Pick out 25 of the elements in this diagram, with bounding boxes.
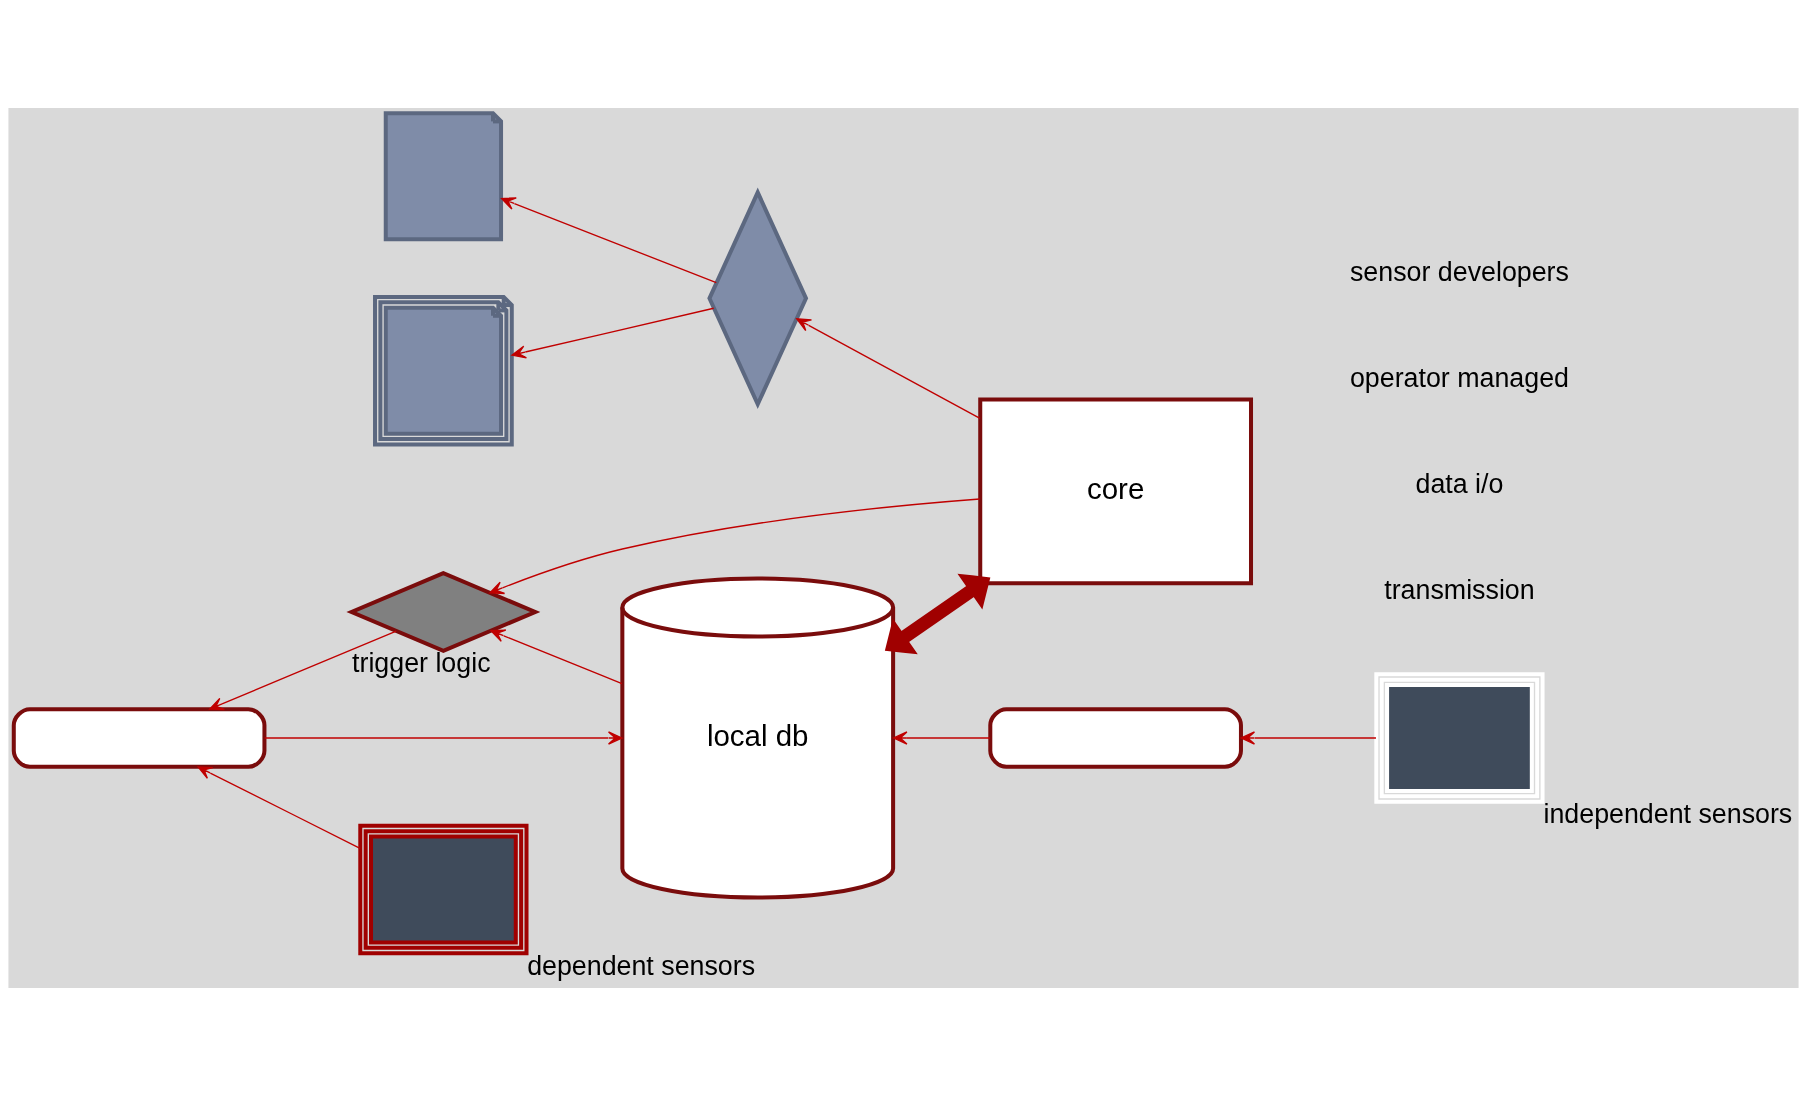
node-diamond — [346, 570, 541, 654]
label: transmission — [1384, 574, 1535, 605]
arrow — [884, 573, 991, 655]
node-box — [1374, 672, 1545, 804]
arrow — [1240, 731, 1377, 745]
arrow — [511, 307, 715, 359]
label: sensor developers — [1349, 256, 1569, 287]
node-label: trigger logic — [352, 648, 491, 679]
node-box — [988, 707, 1243, 769]
arrow — [197, 766, 361, 849]
label: data i/o — [1415, 468, 1504, 499]
arrow — [489, 498, 981, 595]
node-box — [358, 823, 529, 956]
arrow — [263, 731, 623, 745]
arrow — [796, 318, 981, 420]
node-label: dependent sensors — [527, 950, 756, 981]
arrow — [490, 629, 623, 685]
node-box — [11, 707, 267, 769]
arrow — [209, 630, 397, 711]
node-box: core — [978, 397, 1253, 586]
node-diamond — [707, 187, 809, 410]
arrow — [892, 731, 991, 745]
node-label: independent sensors — [1543, 799, 1793, 830]
arrow — [500, 197, 717, 284]
label: operator managed — [1349, 362, 1569, 393]
